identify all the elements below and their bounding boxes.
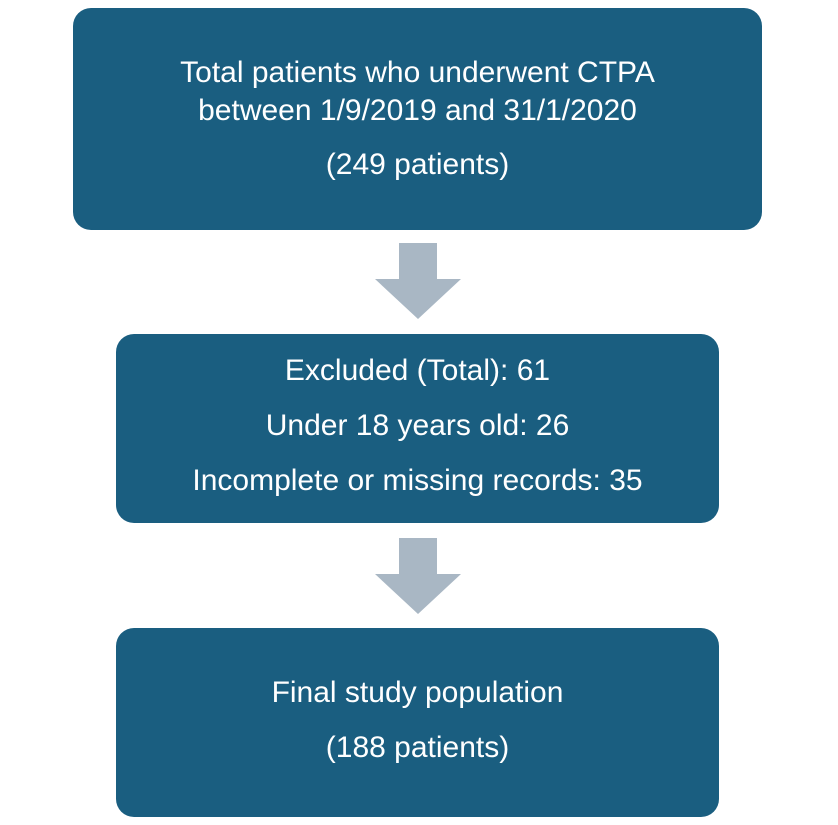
box-text-line: Excluded (Total): 61	[284, 354, 551, 387]
box-text-line: Total patients who underwent CTPA	[180, 56, 655, 89]
box-text-line: Final study population	[271, 676, 564, 709]
arrow-shape	[375, 243, 461, 319]
flow-box-final-population: Final study population (188 patients)	[116, 628, 719, 817]
box-text-line: Under 18 years old: 26	[265, 409, 570, 442]
flow-box-excluded: Excluded (Total): 61 Under 18 years old:…	[116, 334, 719, 523]
arrow-shape	[375, 538, 461, 614]
box-text-line: (188 patients)	[325, 731, 510, 764]
box-text-line: (249 patients)	[325, 148, 510, 181]
down-arrow-icon	[375, 243, 461, 319]
box-text-line: Incomplete or missing records: 35	[192, 464, 643, 497]
flow-box-total-patients: Total patients who underwent CTPA betwee…	[73, 8, 762, 230]
down-arrow-icon	[375, 538, 461, 614]
box-text-line: between 1/9/2019 and 31/1/2020	[198, 94, 637, 127]
